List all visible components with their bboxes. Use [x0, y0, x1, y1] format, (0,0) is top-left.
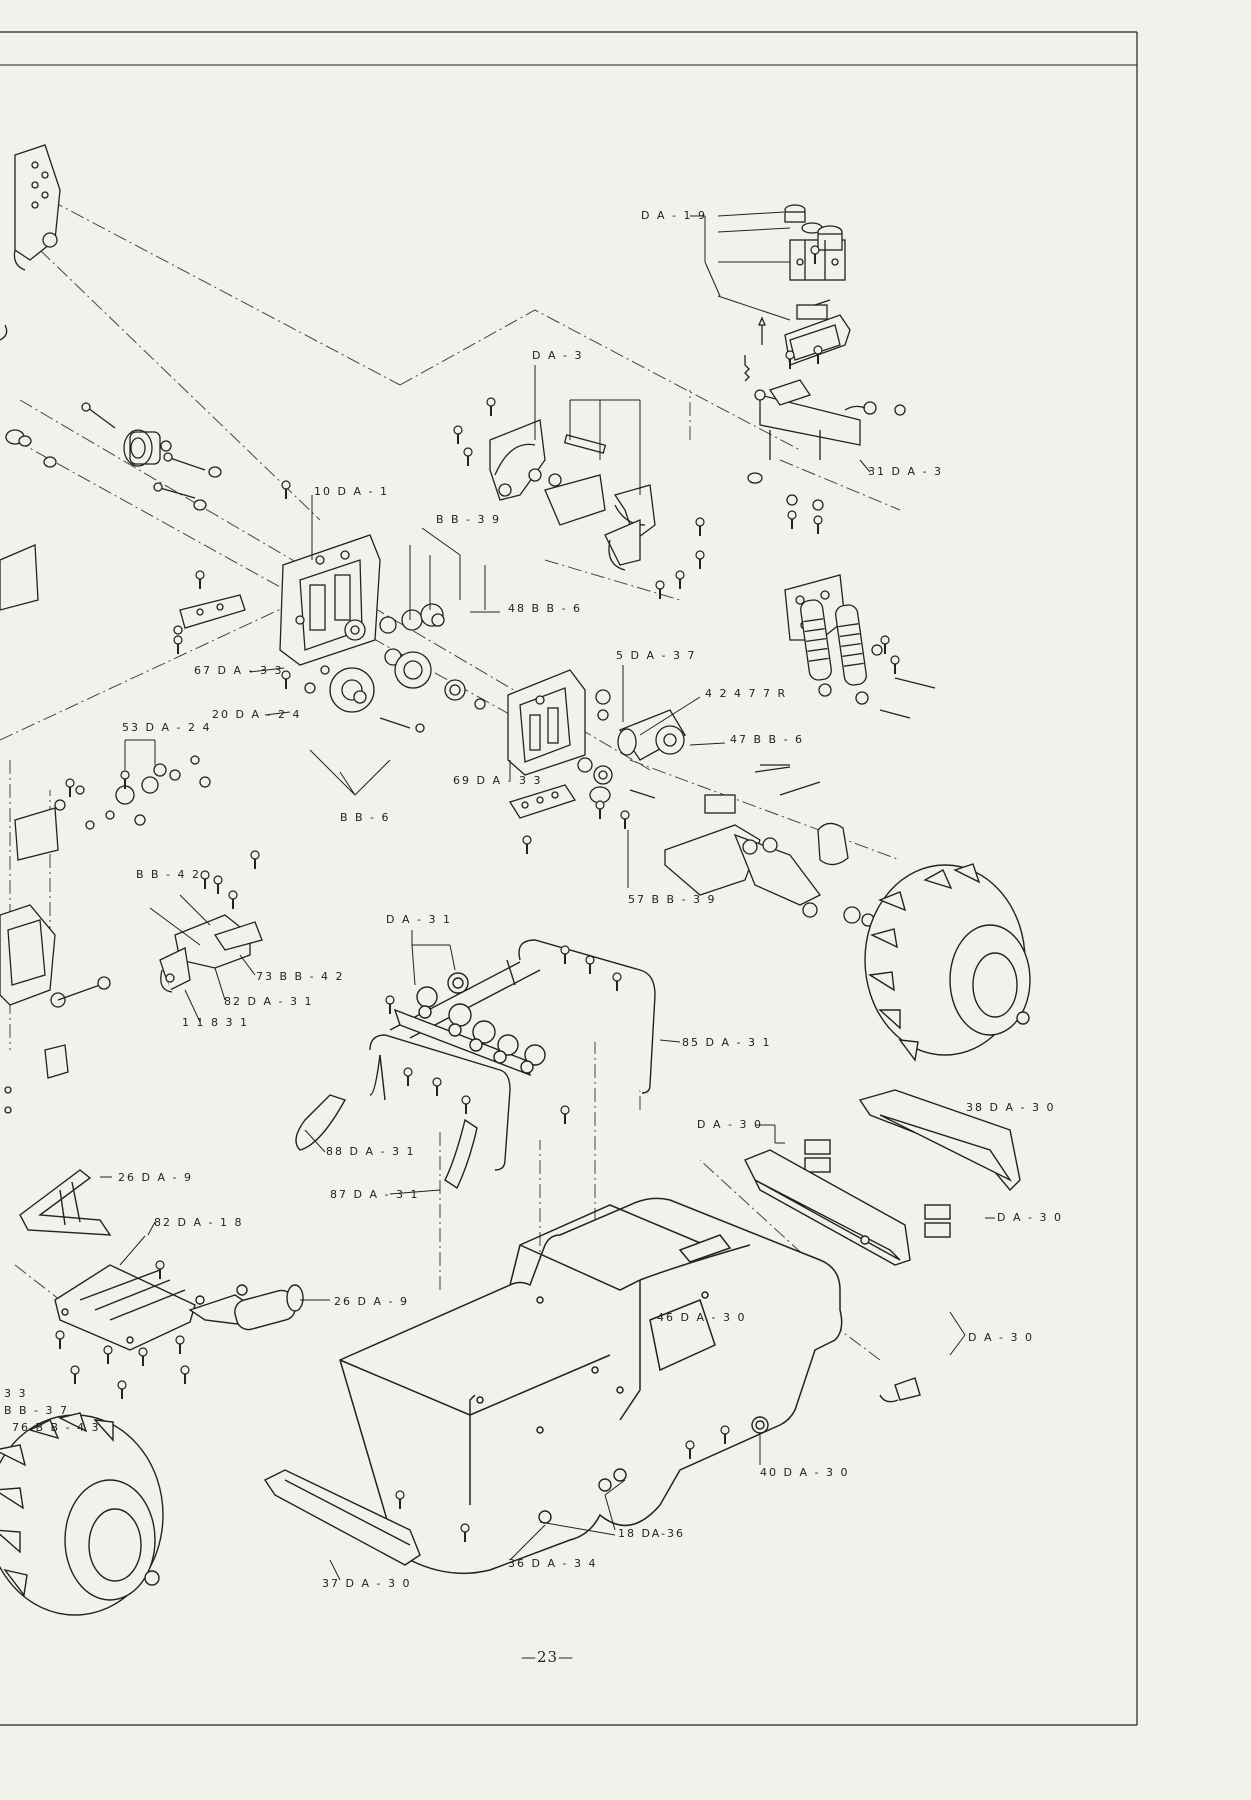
rear-suspension-arm: [664, 794, 875, 927]
front-chassis-plate: [0, 144, 61, 611]
callout-bb39-b: 57 B B - 3 9: [628, 893, 717, 906]
callout-da30-e: 46 D A - 3 0: [657, 1311, 747, 1324]
callout-da36: 18 DA-36: [618, 1527, 686, 1540]
rear-gearbox-and-motor: [507, 669, 821, 855]
callout-da24-a: 53 D A - 2 4: [122, 721, 212, 734]
callout-bb6-a: 48 B B - 6: [508, 602, 583, 615]
callout-da24-b: 20 D A - 2 4: [212, 708, 302, 721]
da31-leaders: [304, 930, 681, 1195]
rear-gearbox-leaders: [509, 665, 726, 888]
body-leaders: [329, 1435, 761, 1581]
gear-train: [304, 603, 486, 733]
callout-da1: 10 D A - 1: [314, 485, 389, 498]
callout-da19: D A - 1 9: [641, 209, 707, 222]
callout-da30-d: D A - 3 0: [968, 1331, 1034, 1344]
rear-bumper: [744, 1149, 911, 1266]
callout-da31-right: 85 D A - 3 1: [682, 1036, 772, 1049]
shock-tower-assembly: [760, 574, 936, 766]
front-left-tire: [0, 1412, 164, 1616]
skid-plate-assembly: [19, 1169, 304, 1400]
da1-leaders: [249, 495, 313, 673]
callout-33: 3 3: [4, 1387, 28, 1400]
callout-2477r: 4 2 4 7 7 R: [705, 687, 788, 700]
da19-leaders: [690, 211, 871, 473]
callout-da3-top: D A - 3: [532, 349, 584, 362]
gear-leaders: [264, 527, 500, 796]
bottom-bumper: [263, 1377, 921, 1566]
callout-bb37: B B - 3 7: [4, 1404, 70, 1417]
drive-shaft-parts: [5, 402, 222, 511]
truck-body-shell: [339, 1197, 843, 1575]
steering-linkage: [14, 755, 211, 861]
callout-da18: 82 D A - 1 8: [154, 1216, 244, 1229]
callout-da30-g: 37 D A - 3 0: [322, 1577, 412, 1590]
callout-bb42-a: B B - 4 2: [136, 868, 202, 881]
page-number: —23—: [521, 1648, 575, 1666]
front-bumper: [804, 1089, 1021, 1238]
callout-da30-f: 40 D A - 3 0: [760, 1466, 850, 1479]
callout-bb39-top: B B - 3 9: [436, 513, 502, 526]
callout-bb43: 76 B B - 4 3: [12, 1421, 101, 1434]
da3-leaders: [534, 365, 641, 495]
callout-da3-right: 31 D A - 3: [868, 465, 943, 478]
callout-da9-b: 26 D A - 9: [334, 1295, 409, 1308]
assembly-guide-lines: [0, 199, 901, 1390]
callout-da37: 5 D A - 3 7: [616, 649, 697, 662]
callout-da31-a: 82 D A - 3 1: [224, 995, 314, 1008]
callout-da33-b: 69 D A - 3 3: [453, 774, 543, 787]
callout-bb42-b: 73 B B - 4 2: [256, 970, 345, 983]
callout-1831: 1 1 8 3 1: [182, 1016, 249, 1029]
callout-da31-l: 88 D A - 3 1: [326, 1145, 416, 1158]
callout-da33-a: 67 D A - 3 3: [194, 664, 284, 677]
rear-right-tire: [864, 863, 1031, 1062]
bb42-leaders: [149, 894, 256, 1023]
callout-da30-a: D A - 3 0: [697, 1118, 763, 1131]
callout-da30-c: D A - 3 0: [997, 1211, 1063, 1224]
gearbox-upper-housing: [453, 397, 705, 600]
da30-leaders: [755, 1124, 995, 1356]
servo-saver-bb42: [159, 850, 263, 993]
skid-leaders: [100, 1176, 330, 1301]
callout-da30-b: 38 D A - 3 0: [966, 1101, 1056, 1114]
callout-da9-a: 26 D A - 9: [118, 1171, 193, 1184]
callout-bb6-c: B B - 6: [340, 811, 391, 824]
callout-da34: 36 D A - 3 4: [508, 1557, 598, 1570]
callout-bb6-b: 47 B B - 6: [730, 733, 805, 746]
callout-da31-l2: 87 D A - 3 1: [330, 1188, 420, 1201]
left-chassis-box: [0, 904, 111, 1114]
da24-leaders: [124, 739, 156, 770]
callout-da31-top: D A - 3 1: [386, 913, 452, 926]
servo-mount-assembly: [744, 204, 906, 535]
roll-bar-assembly: [295, 939, 656, 1190]
